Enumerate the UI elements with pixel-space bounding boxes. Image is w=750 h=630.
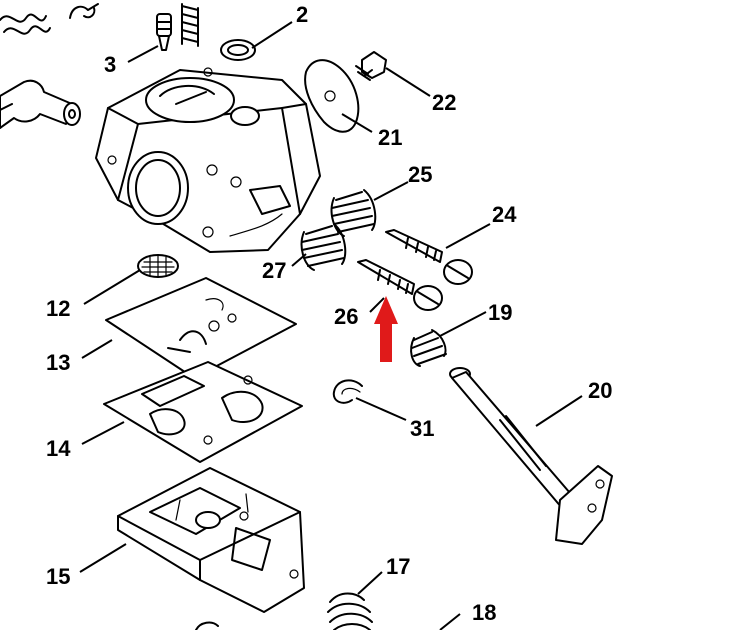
part-14-pump-diaphragm (103, 361, 303, 463)
part-top-clip (69, 3, 99, 19)
part-20-throttle-shaft (449, 367, 613, 545)
leader-12 (83, 269, 141, 305)
leader-25 (373, 181, 409, 201)
label-part-14: 14 (46, 436, 71, 461)
leader-17 (357, 571, 383, 595)
leader-3 (127, 45, 159, 63)
part-17-spring (327, 592, 373, 630)
label-part-12: 12 (46, 296, 70, 321)
leader-24 (445, 223, 491, 249)
label-part-21: 21 (378, 125, 402, 150)
leader-27 (291, 253, 307, 267)
label-part-25: 25 (408, 162, 432, 187)
part-top-needle-spring (181, 3, 199, 47)
part-31-circlip (332, 379, 363, 404)
part-18-partial (195, 621, 219, 630)
label-part-17: 17 (386, 554, 410, 579)
part-12-filter-screen (137, 254, 179, 278)
label-part-31: 31 (410, 416, 434, 441)
leader-13 (81, 339, 113, 359)
leader-15 (79, 543, 127, 573)
highlight-arrow-head (374, 296, 398, 324)
leader-lines (79, 21, 583, 630)
label-part-18: 18 (472, 600, 496, 625)
leader-2 (251, 21, 293, 49)
leader-21 (341, 113, 373, 133)
label-part-24: 24 (492, 202, 517, 227)
part-labels: 2 3 22 21 25 24 27 12 26 19 13 20 31 14 … (46, 2, 612, 625)
label-part-3: 3 (104, 52, 116, 77)
leader-20 (535, 395, 583, 427)
label-part-19: 19 (488, 300, 512, 325)
part-fuel-inlet-elbow (0, 79, 81, 129)
part-19-spring (410, 329, 447, 367)
part-26-adjust-screw (357, 259, 443, 311)
arrow-up-icon (374, 296, 398, 362)
label-part-2: 2 (296, 2, 308, 27)
part-27-spring (300, 223, 347, 271)
part-22-screw (355, 51, 387, 81)
label-part-20: 20 (588, 378, 612, 403)
label-part-27: 27 (262, 258, 286, 283)
part-carburetor-body (95, 67, 321, 253)
leader-31 (355, 397, 407, 421)
leader-22 (385, 67, 431, 97)
leader-19 (439, 311, 487, 337)
highlight-arrow-shaft (380, 322, 392, 362)
part-13-gasket (105, 277, 297, 379)
part-3-needle-valve (156, 13, 172, 51)
part-21-shutter-disc (304, 59, 360, 133)
label-part-22: 22 (432, 90, 456, 115)
leader-14 (81, 421, 125, 445)
leader-18 (439, 613, 461, 630)
part-2-gasket-ring (220, 39, 256, 61)
part-15-pump-cover (117, 467, 305, 613)
leader-26 (369, 297, 385, 313)
label-part-13: 13 (46, 350, 70, 375)
label-part-15: 15 (46, 564, 70, 589)
part-top-left-spring (0, 13, 51, 35)
part-24-adjust-screw (385, 229, 473, 285)
label-part-26: 26 (334, 304, 358, 329)
